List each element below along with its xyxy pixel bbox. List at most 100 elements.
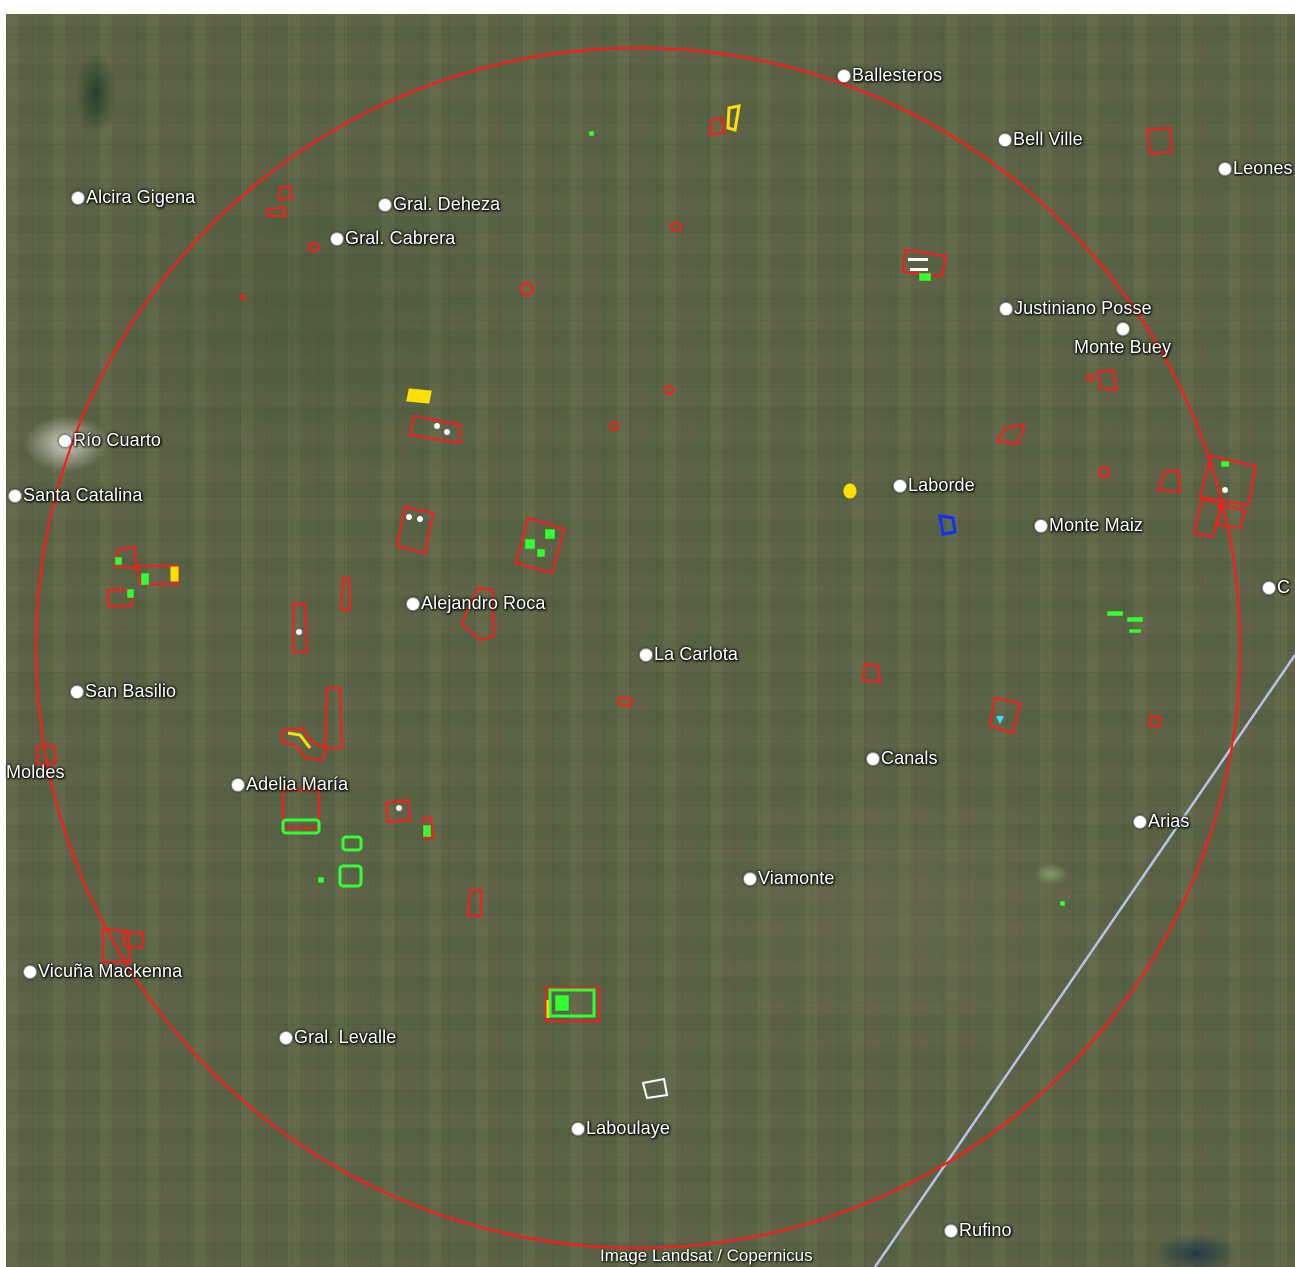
field-polygon[interactable] bbox=[265, 205, 288, 217]
place-label: Canals bbox=[881, 748, 938, 768]
field-polygon[interactable] bbox=[708, 116, 726, 137]
field-polygon[interactable] bbox=[318, 877, 324, 883]
field-polygon[interactable] bbox=[1198, 454, 1258, 507]
field-polygon[interactable] bbox=[555, 995, 569, 1011]
field-polygon[interactable] bbox=[291, 601, 309, 653]
place-arias[interactable]: Arias bbox=[1133, 811, 1190, 832]
field-polygon[interactable] bbox=[466, 889, 482, 917]
field-polygon[interactable] bbox=[988, 696, 1022, 735]
place-c-edge[interactable]: C bbox=[1262, 577, 1290, 598]
place-gral-deheza[interactable]: Gral. Deheza bbox=[378, 194, 500, 215]
field-polygon[interactable] bbox=[102, 927, 132, 963]
place-pin-icon bbox=[70, 684, 84, 699]
field-polygon[interactable] bbox=[537, 549, 545, 557]
field-polygon[interactable] bbox=[1060, 901, 1065, 906]
place-gral-levalle[interactable]: Gral. Levalle bbox=[279, 1027, 396, 1048]
field-polygon[interactable] bbox=[1086, 374, 1094, 382]
place-san-basilio[interactable]: San Basilio bbox=[70, 681, 176, 702]
place-ballesteros[interactable]: Ballesteros bbox=[837, 65, 942, 86]
place-pin-icon bbox=[330, 231, 344, 246]
field-polygon[interactable] bbox=[514, 516, 566, 575]
place-alejandro-roca[interactable]: Alejandro Roca bbox=[406, 593, 545, 614]
field-polygon[interactable] bbox=[520, 282, 534, 296]
field-polygon[interactable] bbox=[1147, 714, 1163, 729]
field-polygon[interactable] bbox=[1098, 466, 1110, 478]
field-polygon[interactable] bbox=[670, 222, 682, 232]
field-polygon[interactable] bbox=[127, 589, 134, 598]
field-polygon[interactable] bbox=[995, 423, 1026, 446]
field-polygon-white[interactable] bbox=[641, 1077, 669, 1100]
field-polygon[interactable] bbox=[282, 789, 320, 829]
field-polygon[interactable] bbox=[901, 248, 948, 278]
place-alcira-gigena[interactable]: Alcira Gigena bbox=[71, 187, 195, 208]
place-adelia-maria[interactable]: Adelia María bbox=[231, 774, 348, 795]
field-polygon[interactable] bbox=[545, 529, 555, 539]
field-polygon[interactable] bbox=[338, 864, 363, 888]
place-label: Río Cuarto bbox=[73, 430, 162, 450]
place-gral-cabrera[interactable]: Gral. Cabrera bbox=[330, 228, 455, 249]
field-polygon[interactable] bbox=[281, 818, 321, 835]
field-polygon[interactable] bbox=[323, 687, 344, 749]
field-polygon[interactable] bbox=[1156, 468, 1182, 494]
place-monte-buey[interactable]: Monte Buey bbox=[1074, 322, 1171, 358]
place-laboulaye[interactable]: Laboulaye bbox=[571, 1118, 670, 1139]
field-polygon[interactable] bbox=[170, 566, 179, 582]
place-la-carlota[interactable]: La Carlota bbox=[639, 644, 738, 665]
field-polygon[interactable] bbox=[460, 586, 496, 642]
field-polygon[interactable] bbox=[408, 414, 461, 445]
field-polygon[interactable] bbox=[1096, 368, 1119, 392]
place-leones[interactable]: Leones bbox=[1218, 158, 1293, 179]
field-polygon[interactable] bbox=[589, 131, 594, 136]
field-polygon[interactable] bbox=[135, 565, 179, 585]
place-viamonte[interactable]: Viamonte bbox=[743, 868, 835, 889]
place-rufino[interactable]: Rufino bbox=[944, 1220, 1012, 1241]
yellow-field-polygons bbox=[170, 104, 857, 1018]
field-polygon[interactable] bbox=[1192, 496, 1224, 539]
field-polygon[interactable] bbox=[123, 930, 145, 950]
field-polygon[interactable] bbox=[1216, 503, 1247, 530]
place-laborde[interactable]: Laborde bbox=[893, 475, 975, 496]
field-polygon[interactable] bbox=[406, 388, 432, 404]
field-polygon[interactable] bbox=[384, 798, 412, 824]
place-moldes[interactable]: Moldes bbox=[6, 762, 65, 783]
field-polygon[interactable] bbox=[141, 573, 149, 585]
field-polygon[interactable] bbox=[861, 662, 882, 684]
field-polygon[interactable] bbox=[1127, 617, 1143, 622]
field-polygon[interactable] bbox=[240, 294, 246, 300]
place-justiniano-posse[interactable]: Justiniano Posse bbox=[999, 298, 1152, 319]
field-polygon[interactable] bbox=[726, 104, 741, 132]
field-polygon[interactable] bbox=[277, 184, 294, 202]
field-polygon[interactable] bbox=[664, 385, 674, 395]
field-polygon[interactable] bbox=[616, 695, 634, 708]
field-polygon[interactable] bbox=[1129, 629, 1141, 633]
imagery-attribution: Image Landsat / Copernicus bbox=[600, 1246, 813, 1265]
field-polygon[interactable] bbox=[115, 557, 122, 565]
place-monte-maiz[interactable]: Monte Maiz bbox=[1034, 515, 1143, 536]
field-polygon[interactable] bbox=[525, 539, 535, 549]
place-rio-cuarto[interactable]: Río Cuarto bbox=[58, 430, 161, 451]
field-polygon[interactable] bbox=[36, 745, 56, 765]
satellite-map[interactable] bbox=[6, 14, 1295, 1267]
field-polygon[interactable] bbox=[423, 825, 431, 837]
field-polygon[interactable] bbox=[609, 421, 619, 431]
field-polygon[interactable] bbox=[107, 589, 133, 607]
field-marker bbox=[296, 629, 302, 635]
place-bell-ville[interactable]: Bell Ville bbox=[998, 129, 1083, 150]
field-polygon[interactable] bbox=[341, 835, 363, 852]
place-santa-catalina[interactable]: Santa Catalina bbox=[8, 485, 142, 506]
place-canals[interactable]: Canals bbox=[866, 748, 938, 769]
field-polygon[interactable] bbox=[919, 273, 931, 281]
field-polygon[interactable] bbox=[843, 483, 857, 499]
field-polygon[interactable] bbox=[1107, 611, 1123, 616]
field-polygon[interactable] bbox=[395, 505, 435, 555]
field-polygon[interactable] bbox=[339, 577, 352, 611]
field-polygon-blue[interactable] bbox=[938, 514, 957, 536]
place-vicuna-mackenna[interactable]: Vicuña Mackenna bbox=[23, 961, 182, 982]
field-polygon[interactable] bbox=[308, 242, 320, 252]
field-polygon[interactable] bbox=[548, 988, 596, 1018]
field-polygon[interactable] bbox=[1221, 461, 1229, 467]
field-polygon[interactable] bbox=[1145, 126, 1174, 156]
field-polygon[interactable] bbox=[545, 987, 600, 1022]
field-polygon[interactable] bbox=[287, 731, 312, 749]
field-polygon[interactable] bbox=[281, 726, 328, 762]
